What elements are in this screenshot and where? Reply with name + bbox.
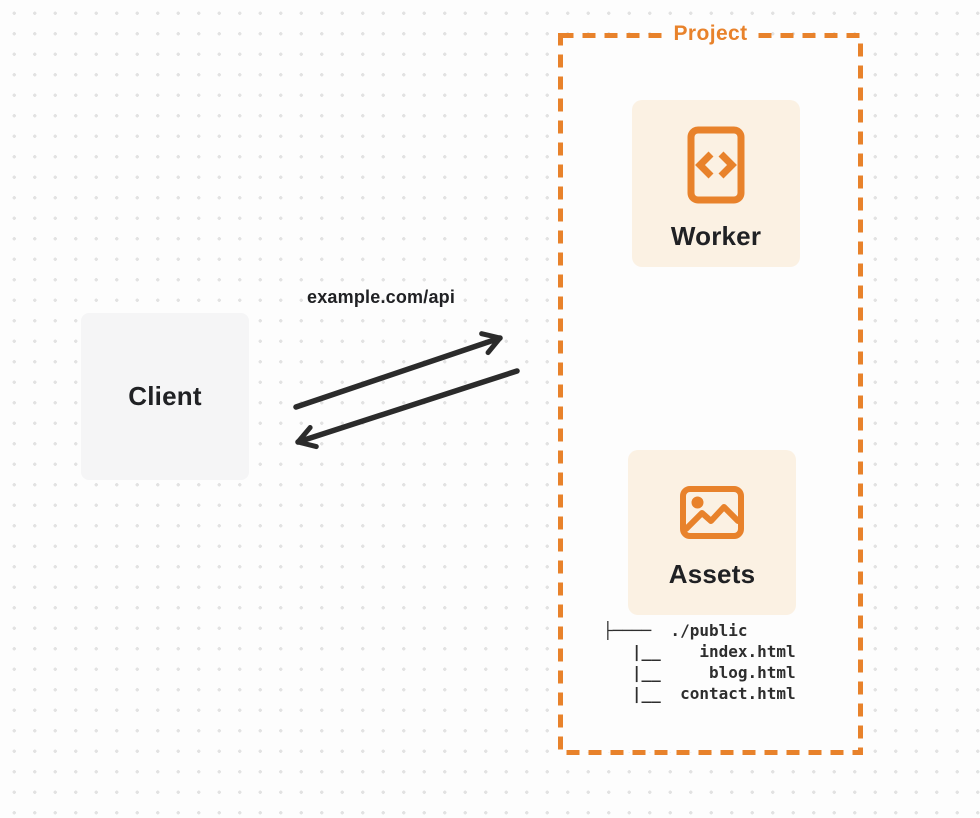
project-label: Project (663, 21, 758, 47)
worker-node: Worker (632, 100, 800, 267)
file-tree-item-blog: |__ blog.html (603, 663, 796, 682)
file-tree-root: ├──── ./public (603, 621, 748, 640)
response-arrow (295, 368, 520, 450)
worker-label: Worker (670, 221, 762, 251)
image-icon (680, 486, 744, 539)
client-node: Client (81, 313, 249, 480)
file-tree: ├──── ./public |__ index.html |__ blog.h… (603, 620, 796, 704)
file-tree-item-contact: |__ contact.html (603, 684, 796, 703)
request-url-label: example.com/api (307, 287, 456, 307)
code-icon (687, 126, 745, 204)
project-group: Project Worker Assets ├──── ./public |__… (558, 21, 863, 755)
client-label: Client (128, 381, 202, 411)
assets-node: Assets (628, 450, 796, 615)
assets-label: Assets (668, 559, 756, 589)
file-tree-item-index: |__ index.html (603, 642, 796, 661)
request-arrow (293, 331, 503, 410)
